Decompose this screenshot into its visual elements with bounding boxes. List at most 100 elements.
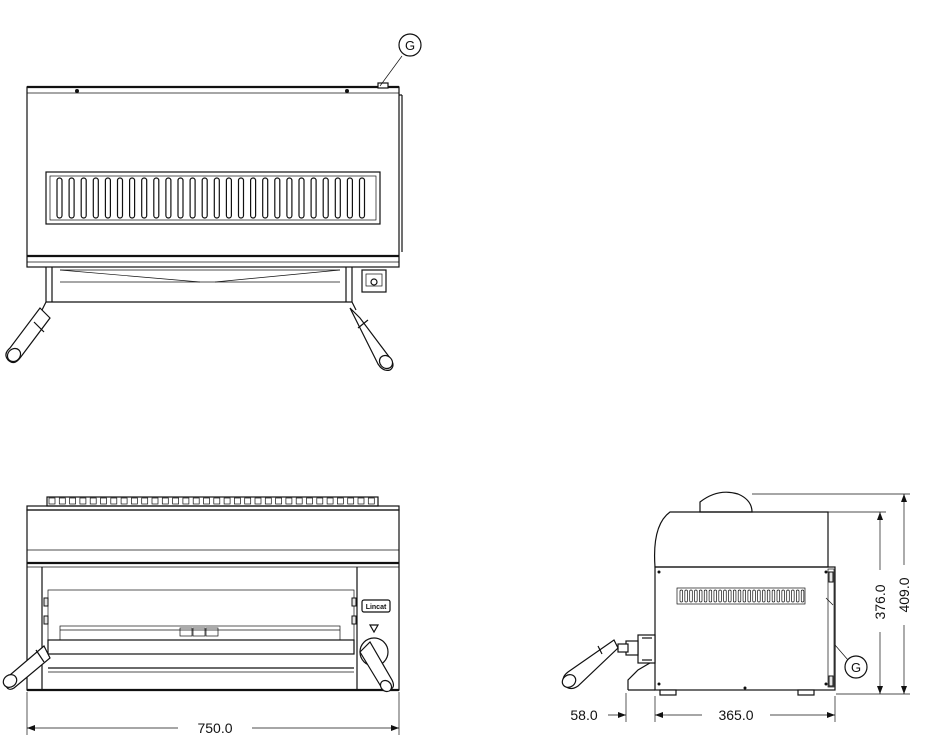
grille-tooth <box>337 497 344 505</box>
slot <box>104 177 112 219</box>
grille-tooth <box>213 497 221 505</box>
slot <box>189 177 196 219</box>
slot <box>177 177 184 219</box>
slot <box>747 589 751 603</box>
grille-tooth <box>357 497 365 505</box>
top-view-knob-right <box>349 301 394 371</box>
slot <box>728 589 732 603</box>
brand-badge: Lincat <box>361 599 391 613</box>
slot <box>786 589 790 603</box>
slot <box>250 177 257 219</box>
slot <box>781 589 785 603</box>
grille-tooth <box>141 497 149 505</box>
slot <box>237 177 245 219</box>
slot <box>796 589 800 603</box>
grille-tooth <box>223 497 231 505</box>
slot <box>752 589 756 603</box>
grille-tooth <box>275 497 282 505</box>
grille-tooth <box>316 497 324 505</box>
dimension-376-label: 376.0 <box>872 584 888 619</box>
slot <box>703 589 708 603</box>
slot <box>165 177 172 219</box>
slot <box>116 177 124 219</box>
front-view-cavity <box>47 589 355 641</box>
front-view: Lincat 750.0 <box>2 496 400 736</box>
top-view-knob-left <box>5 301 51 364</box>
slot <box>718 589 722 603</box>
callout-g-top: G <box>379 33 422 87</box>
front-view-body <box>26 509 400 691</box>
grille-tooth <box>347 497 355 505</box>
dimension-58: 58.0 <box>570 693 668 723</box>
grille-tooth <box>254 497 262 505</box>
top-view-body <box>26 86 400 268</box>
slot <box>699 589 703 603</box>
slot <box>310 177 317 219</box>
slot <box>771 589 776 603</box>
grille-tooth <box>264 497 272 505</box>
dimension-409-label: 409.0 <box>896 577 912 612</box>
grille-tooth <box>79 497 87 505</box>
slot <box>713 589 717 603</box>
dimension-365-label: 365.0 <box>718 707 753 723</box>
grille-tooth <box>89 497 97 505</box>
grille-tooth <box>367 497 375 505</box>
slot <box>732 589 737 603</box>
brand-badge-text: Lincat <box>366 604 387 611</box>
callout-g-side: G <box>834 644 868 679</box>
dimension-58-label: 58.0 <box>570 707 597 723</box>
side-view-vent <box>676 587 806 605</box>
slot <box>213 177 220 219</box>
side-view: G 376.0 409.0 58.0 <box>561 491 912 723</box>
side-view-hood <box>653 511 829 568</box>
grille-tooth <box>234 497 241 505</box>
slot <box>334 177 341 219</box>
top-view-vent-window <box>45 171 381 225</box>
grille-tooth <box>110 497 118 505</box>
slot <box>56 177 63 219</box>
slot <box>358 177 366 219</box>
slot <box>129 177 136 219</box>
dimension-365: 365.0 <box>668 696 836 723</box>
dimension-750: 750.0 <box>26 692 400 736</box>
slot <box>679 589 683 603</box>
grille-tooth <box>48 497 56 505</box>
grille-tooth <box>172 497 179 505</box>
slot <box>694 589 698 603</box>
front-view-tray <box>47 639 355 655</box>
grille-tooth <box>100 497 107 505</box>
grille-tooth <box>295 497 303 505</box>
grille-tooth <box>306 497 313 505</box>
dimension-750-label: 750.0 <box>197 720 232 736</box>
slot <box>800 589 805 603</box>
top-view: G <box>5 33 422 371</box>
slot <box>742 589 746 603</box>
slot <box>322 177 329 219</box>
side-view-control-valve <box>617 634 656 664</box>
grille-tooth <box>69 497 76 505</box>
grille-tooth <box>182 497 190 505</box>
slot <box>274 177 281 219</box>
grille-tooth <box>326 497 334 505</box>
grille-tooth <box>58 497 66 505</box>
grille-tooth <box>244 497 252 505</box>
slot <box>766 589 771 603</box>
slot <box>689 589 693 603</box>
slot <box>298 177 305 219</box>
slot <box>201 177 208 219</box>
slot <box>153 177 160 219</box>
slot <box>776 589 780 603</box>
grille-tooth <box>285 497 293 505</box>
slot <box>762 589 766 603</box>
slot <box>684 589 688 603</box>
dimension-409: 409.0 <box>752 493 912 694</box>
side-view-flue <box>699 491 753 513</box>
grille-tooth <box>120 497 128 505</box>
slot <box>262 177 269 219</box>
side-view-knob-handle <box>561 639 619 690</box>
top-view-control-box <box>361 269 387 293</box>
grille-tooth <box>131 497 138 505</box>
callout-g-side-label: G <box>851 660 861 675</box>
slot <box>92 177 99 219</box>
